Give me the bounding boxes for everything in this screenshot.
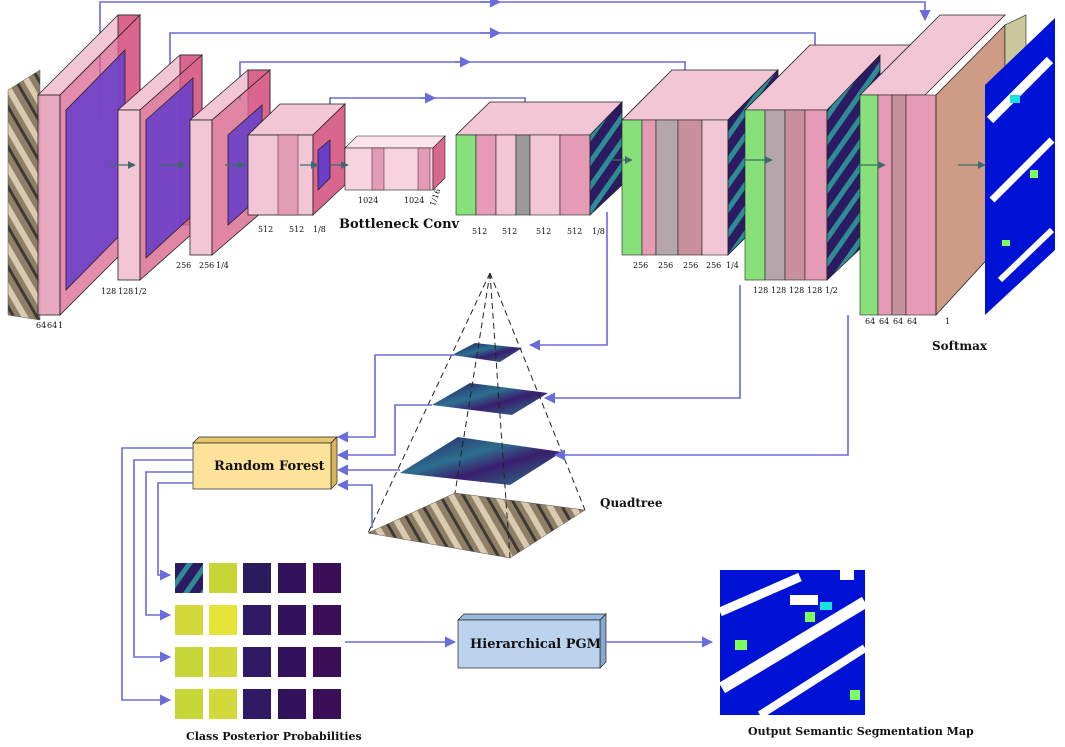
output-segmentation-map: [718, 570, 869, 719]
enc3-scale: 1/4: [216, 261, 229, 270]
bottleneck-n2: 1024: [404, 196, 424, 205]
random-forest-label: Random Forest: [214, 459, 325, 474]
bottleneck-scale: 1/16: [428, 187, 443, 207]
posterior-row-4: [175, 689, 341, 719]
enc3-n1: 256: [176, 261, 191, 270]
bottleneck-label: Bottleneck Conv: [339, 217, 460, 232]
posterior-row-1: [175, 563, 341, 593]
enc2-n2: 128: [118, 287, 133, 296]
quadtree-level-0: [367, 492, 586, 559]
enc1-scale: 1: [58, 321, 63, 330]
dec4-n-0: 64: [865, 317, 875, 326]
feature-to-quadtree-arrows: [528, 212, 849, 461]
quadtree-label: Quadtree: [600, 496, 663, 510]
dec3-n-2: 128: [789, 286, 804, 295]
enc2-n1: 128: [101, 287, 116, 296]
random-forest-box: [192, 436, 338, 490]
dec2-scale: 1/4: [726, 261, 739, 270]
posterior-row-2: [175, 605, 341, 635]
class-posterior-grid: [175, 563, 341, 719]
rf-to-posterior-arrows: [121, 447, 193, 706]
enc1-n2: 64: [47, 321, 57, 330]
quadtree-level-1: [400, 437, 562, 485]
softmax-output-map: [985, 18, 1055, 315]
dec3-n-3: 128: [807, 286, 822, 295]
hierarchical-pgm-label: Hierarchical PGM: [470, 637, 601, 652]
decoder-block-1: [455, 101, 623, 216]
dec4-scale: 1: [945, 317, 950, 326]
encoder-block-4: [247, 103, 346, 216]
hierarchical-pgm-box: [457, 613, 607, 669]
softmax-label: Softmax: [932, 339, 988, 353]
dec4-n-2: 64: [893, 317, 903, 326]
enc4-scale: 1/8: [313, 225, 326, 234]
dec1-scale: 1/8: [592, 227, 605, 236]
input-aerial-image: [7, 69, 41, 321]
dec3-n-0: 128: [753, 286, 768, 295]
output-map-label: Output Semantic Segmentation Map: [748, 725, 974, 738]
bottleneck-conv-block: [344, 135, 446, 191]
dec4-n-1: 64: [879, 317, 889, 326]
bottleneck-n1: 1024: [358, 196, 378, 205]
enc3-n2: 256: [199, 261, 214, 270]
class-posterior-label: Class Posterior Probabilities: [186, 730, 362, 743]
dec1-n-0: 512: [472, 227, 487, 236]
dec1-n-2: 512: [536, 227, 551, 236]
dec1-n-1: 512: [502, 227, 517, 236]
flow-arrows: [110, 156, 986, 169]
enc4-n1: 512: [258, 225, 273, 234]
enc1-n1: 64: [36, 321, 46, 330]
posterior-row-3: [175, 647, 341, 677]
enc2-scale: 1/2: [134, 287, 147, 296]
quadtree-pyramid: [367, 272, 586, 559]
dec2-n-3: 256: [706, 261, 721, 270]
dec3-scale: 1/2: [825, 286, 838, 295]
dec2-n-0: 256: [633, 261, 648, 270]
quadtree-level-3: [452, 343, 522, 362]
dec3-n-1: 128: [771, 286, 786, 295]
dec1-n-3: 512: [567, 227, 582, 236]
quadtree-level-2: [432, 383, 548, 415]
dec4-n-3: 64: [907, 317, 917, 326]
enc4-n2: 512: [289, 225, 304, 234]
dec2-n-2: 256: [683, 261, 698, 270]
dec2-n-1: 256: [658, 261, 673, 270]
quadtree-to-rf-arrows: [336, 354, 455, 528]
